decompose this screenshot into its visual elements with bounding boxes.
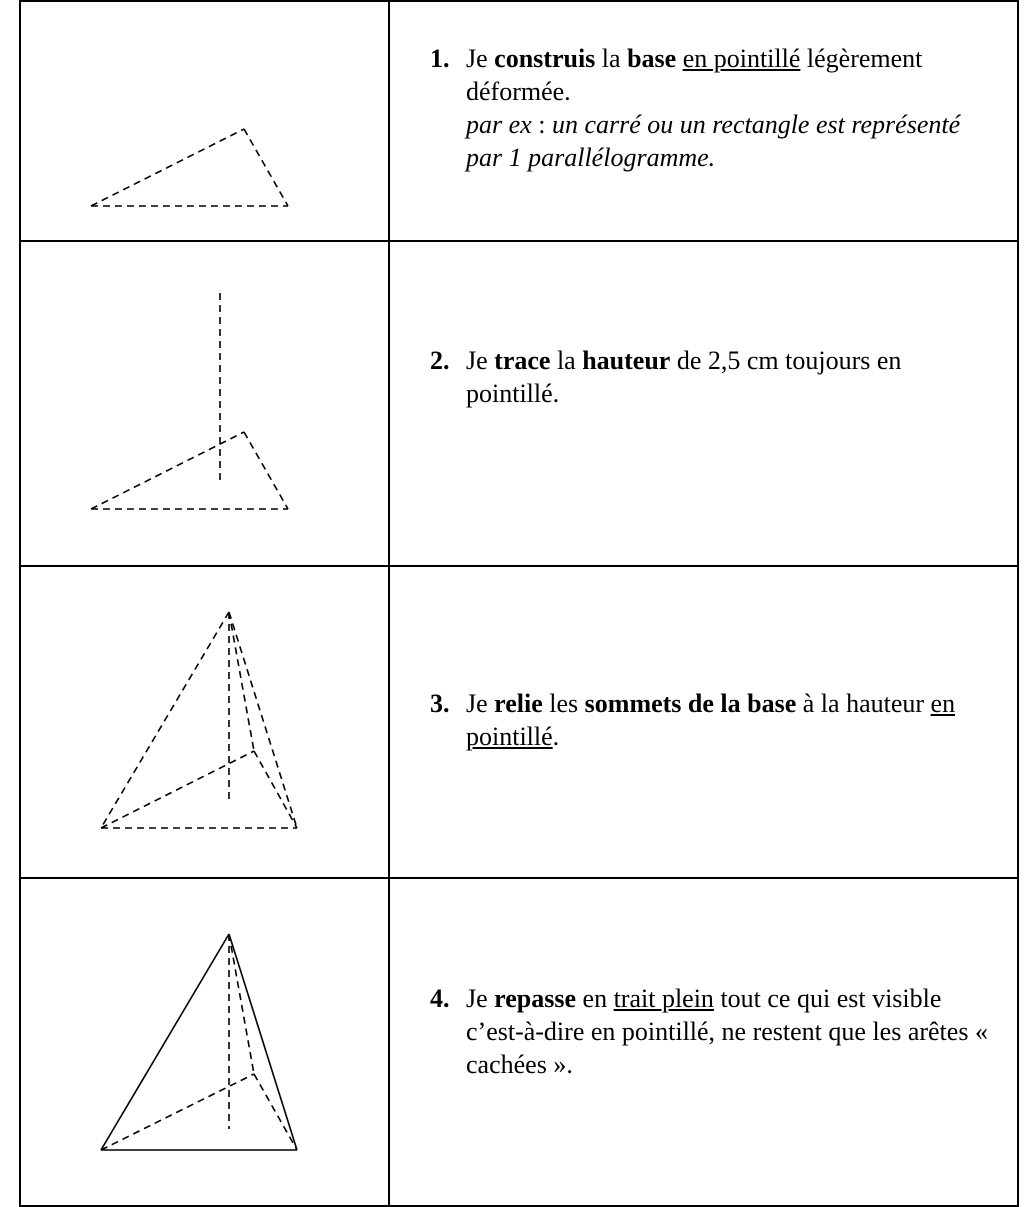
base-edge-right bbox=[243, 431, 289, 510]
base-edge-left bbox=[90, 431, 245, 510]
lateral-edge-right-solid bbox=[228, 933, 298, 1151]
step-1-example-note: par ex : un carré ou un rectangle est re… bbox=[466, 110, 961, 172]
step-1-text: 1. Je construis la base en pointillé lég… bbox=[430, 42, 997, 174]
base-edge-left bbox=[90, 128, 245, 207]
instruction-table: 1. Je construis la base en pointillé lég… bbox=[19, 0, 1019, 1207]
step-row-3: 3. Je relie les sommets de la base à la … bbox=[19, 565, 1019, 879]
lateral-edge-right bbox=[228, 611, 298, 829]
lateral-edge-left-solid bbox=[100, 933, 230, 1151]
step-1-text-cell: 1. Je construis la base en pointillé lég… bbox=[388, 0, 1019, 242]
step-2-figure bbox=[19, 240, 390, 567]
lateral-edge-left bbox=[100, 611, 230, 829]
step-1-number: 1. bbox=[430, 44, 450, 73]
base-with-height-drawing bbox=[90, 293, 289, 510]
step-3-figure bbox=[19, 565, 390, 879]
pyramid-dashed-drawing bbox=[100, 611, 298, 829]
base-edge-right-hidden bbox=[253, 1073, 298, 1151]
step-3-text-cell: 3. Je relie les sommets de la base à la … bbox=[388, 565, 1019, 879]
step-4-text: 4. Je repasse en trait plein tout ce qui… bbox=[430, 984, 988, 1079]
base-edge-left bbox=[100, 750, 255, 829]
base-edge-right bbox=[253, 750, 298, 829]
step-row-4: 4. Je repasse en trait plein tout ce qui… bbox=[19, 877, 1019, 1207]
step-1-figure bbox=[19, 0, 390, 242]
step-2-text: 2. Je trace la hauteur de 2,5 cm toujour… bbox=[430, 346, 902, 408]
step-2-number: 2. bbox=[430, 346, 450, 375]
step-4-number: 4. bbox=[430, 984, 450, 1013]
step-2-text-cell: 2. Je trace la hauteur de 2,5 cm toujour… bbox=[388, 240, 1019, 567]
step-4-text-cell: 4. Je repasse en trait plein tout ce qui… bbox=[388, 877, 1019, 1207]
base-edge-right bbox=[243, 128, 289, 207]
pyramid-final-drawing bbox=[100, 933, 298, 1151]
step-4-figure bbox=[19, 877, 390, 1207]
base-triangle-dashed-drawing bbox=[90, 128, 289, 207]
step-row-2: 2. Je trace la hauteur de 2,5 cm toujour… bbox=[19, 240, 1019, 567]
base-edge-left-hidden bbox=[100, 1073, 255, 1151]
step-3-number: 3. bbox=[430, 689, 450, 718]
step-3-text: 3. Je relie les sommets de la base à la … bbox=[430, 689, 956, 751]
step-row-1: 1. Je construis la base en pointillé lég… bbox=[19, 0, 1019, 242]
